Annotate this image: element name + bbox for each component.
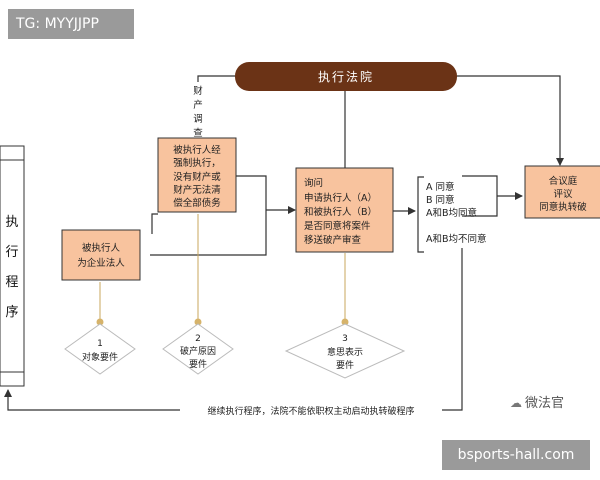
requirement-number: 1 [97, 339, 103, 349]
requirement-diamond-1 [64, 323, 136, 375]
enterprise-line: 被执行人 [82, 242, 121, 254]
watermark-bottom: bsports-hall.com [442, 440, 590, 470]
requirement-number: 3 [342, 334, 348, 344]
requirement-dot [194, 318, 202, 326]
consent-a: A 同意 [426, 181, 455, 193]
consent-none: A和B均不同意 [426, 233, 487, 245]
inquiry-line: 移送破产审查 [304, 234, 362, 246]
enterprise-line: 为企业法人 [77, 257, 125, 269]
procedure-char: 执 [5, 215, 18, 230]
procedure-char: 序 [5, 305, 18, 320]
requirement-label: 要件 [336, 359, 354, 371]
requirement-label: 破产原因 [180, 345, 216, 357]
court-banner [235, 62, 457, 91]
consent-ab: A和B均同意 [426, 207, 477, 219]
insolvency-line: 被执行人经 [173, 144, 221, 156]
watermark-top: TG: MYYJJPP [8, 9, 134, 39]
investigation-char: 产 [193, 99, 203, 111]
requirement-dot [341, 318, 349, 326]
procedure-box [0, 145, 25, 387]
investigation-char: 查 [193, 127, 203, 139]
inquiry-line: 是否同意将案件 [304, 220, 371, 232]
enterprise-box [61, 229, 141, 281]
collegial-line: 合议庭 [549, 175, 578, 187]
requirement-label: 意思表示 [327, 346, 363, 358]
wechat-icon: ☁ [510, 396, 522, 410]
logo-text: 微法官 [525, 396, 565, 411]
collegial-box [524, 165, 600, 219]
investigation-char: 调 [193, 114, 203, 125]
requirement-diamond-3 [284, 323, 406, 379]
insolvency-line: 偿全部债务 [173, 197, 221, 209]
insolvency-line: 财产无法清 [173, 184, 221, 196]
inquiry-line: 申请执行人（A） [304, 192, 377, 204]
wechat-logo: ☁微法官 [510, 392, 564, 411]
collegial-line: 同意执转破 [539, 201, 587, 213]
requirement-label: 对象要件 [82, 351, 118, 363]
requirement-number: 2 [195, 334, 201, 344]
court-label: 执行法院 [318, 70, 374, 84]
requirement-diamond-2 [162, 323, 234, 375]
continue-procedure-text: 继续执行程序，法院不能依职权主动启动执转破程序 [207, 405, 414, 417]
investigation-char: 财 [193, 85, 203, 97]
procedure-char: 程 [5, 275, 18, 290]
insolvency-line: 没有财产或 [173, 171, 221, 183]
inquiry-line: 和被执行人（B） [304, 206, 377, 218]
requirement-label: 要件 [189, 358, 207, 370]
insolvency-line: 强制执行， [173, 157, 221, 169]
requirement-dot [96, 318, 104, 326]
inquiry-box [295, 167, 394, 253]
inquiry-line: 询问 [304, 177, 323, 189]
insolvency-box [157, 137, 237, 213]
collegial-line: 评议 [553, 189, 573, 200]
consent-b: B 同意 [426, 194, 455, 206]
procedure-char: 行 [5, 245, 18, 260]
